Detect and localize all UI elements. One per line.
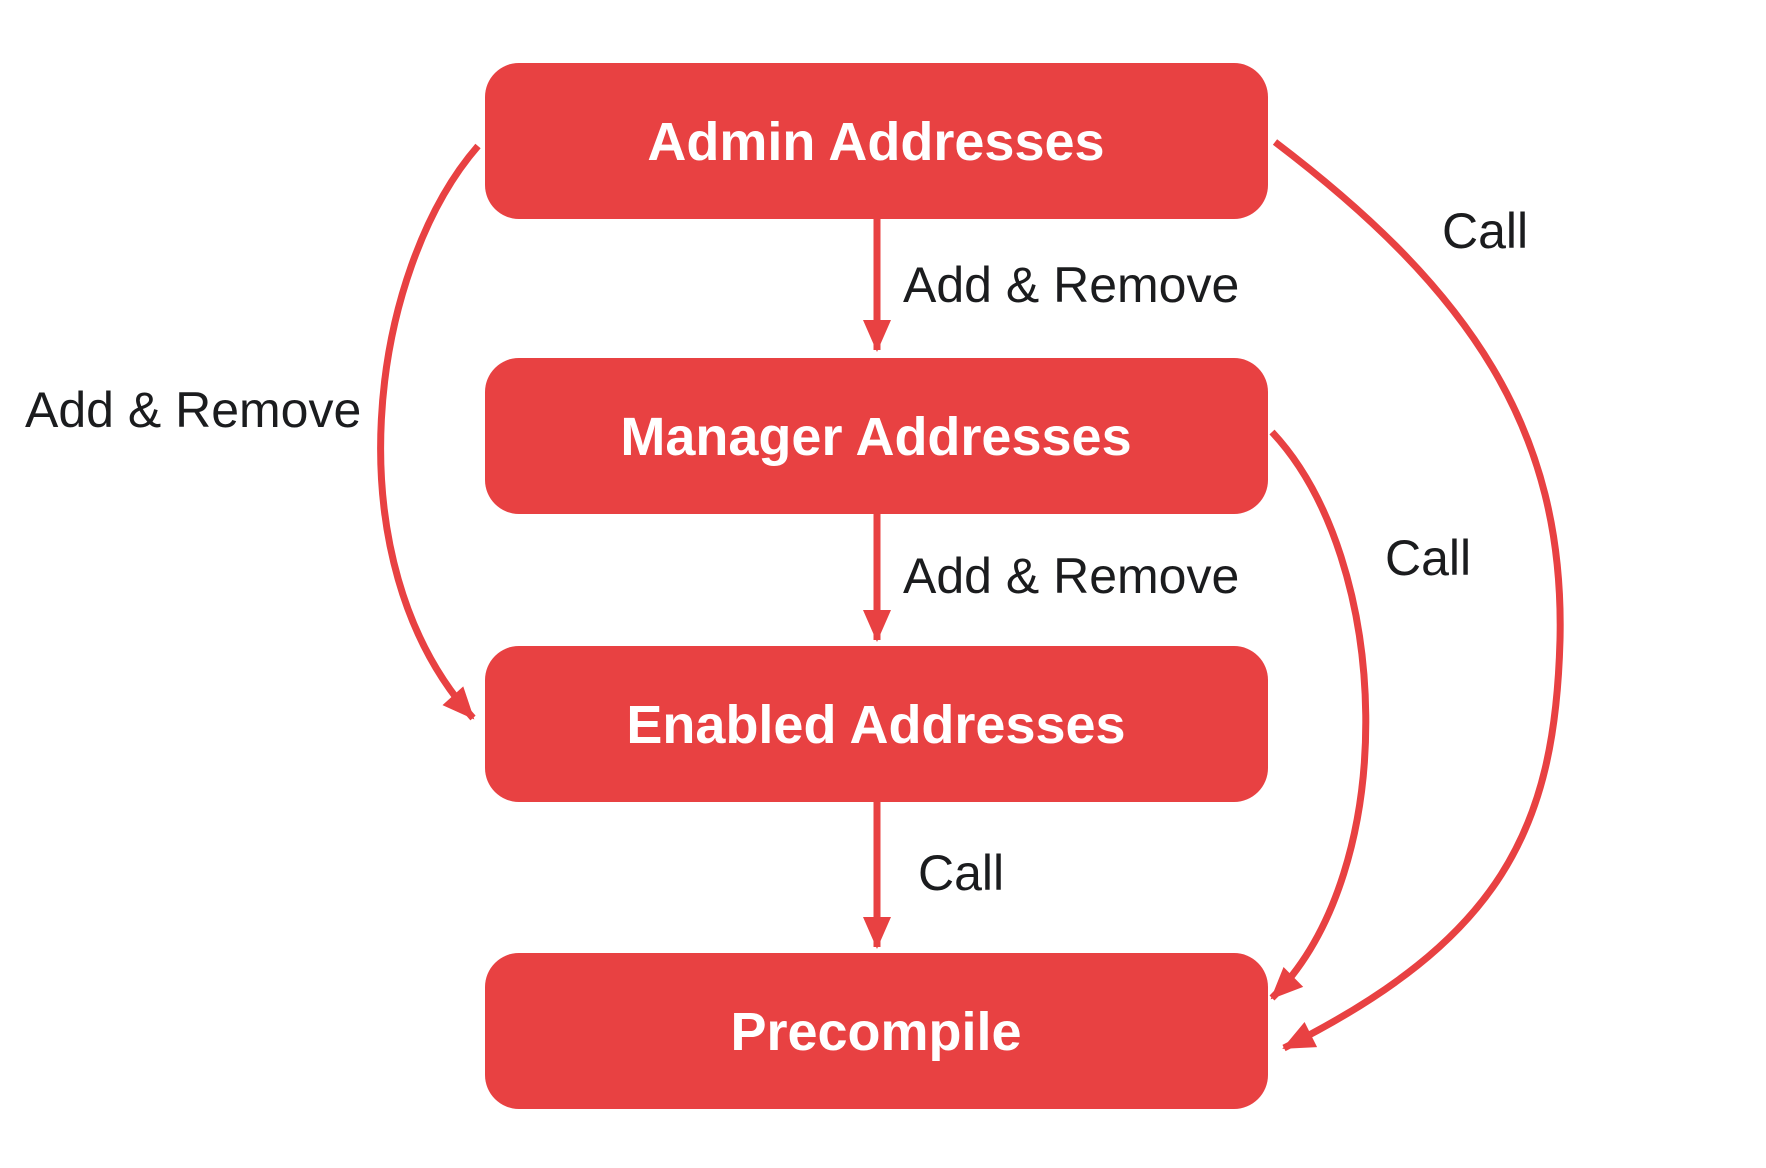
edge-label-manager-to-enabled: Add & Remove [903,548,1239,604]
edge-label-enabled-to-precompile: Call [918,845,1004,901]
edge-label-admin-to-manager: Add & Remove [903,257,1239,313]
node-precompile: Precompile [485,953,1268,1109]
node-manager-addresses-label: Manager Addresses [620,407,1131,467]
node-enabled-addresses-label: Enabled Addresses [626,695,1125,755]
node-precompile-box [485,953,1268,1109]
edge-manager-to-precompile [1269,429,1370,1001]
node-admin-addresses: Admin Addresses [485,63,1268,219]
node-admin-addresses-box [485,63,1268,219]
node-enabled-addresses: Enabled Addresses [485,646,1268,802]
node-enabled-addresses-box [485,646,1268,802]
edge-admin-to-precompile [1272,139,1564,1052]
node-manager-addresses-box [485,358,1268,514]
edge-label-admin-to-enabled: Add & Remove [25,382,361,438]
node-admin-addresses-label: Admin Addresses [647,112,1104,172]
edge-admin-to-enabled [377,143,481,721]
node-manager-addresses: Manager Addresses [485,358,1268,514]
edge-label-admin-to-precompile: Call [1442,203,1528,259]
node-precompile-label: Precompile [730,1002,1021,1062]
edge-label-manager-to-precompile: Call [1385,530,1471,586]
